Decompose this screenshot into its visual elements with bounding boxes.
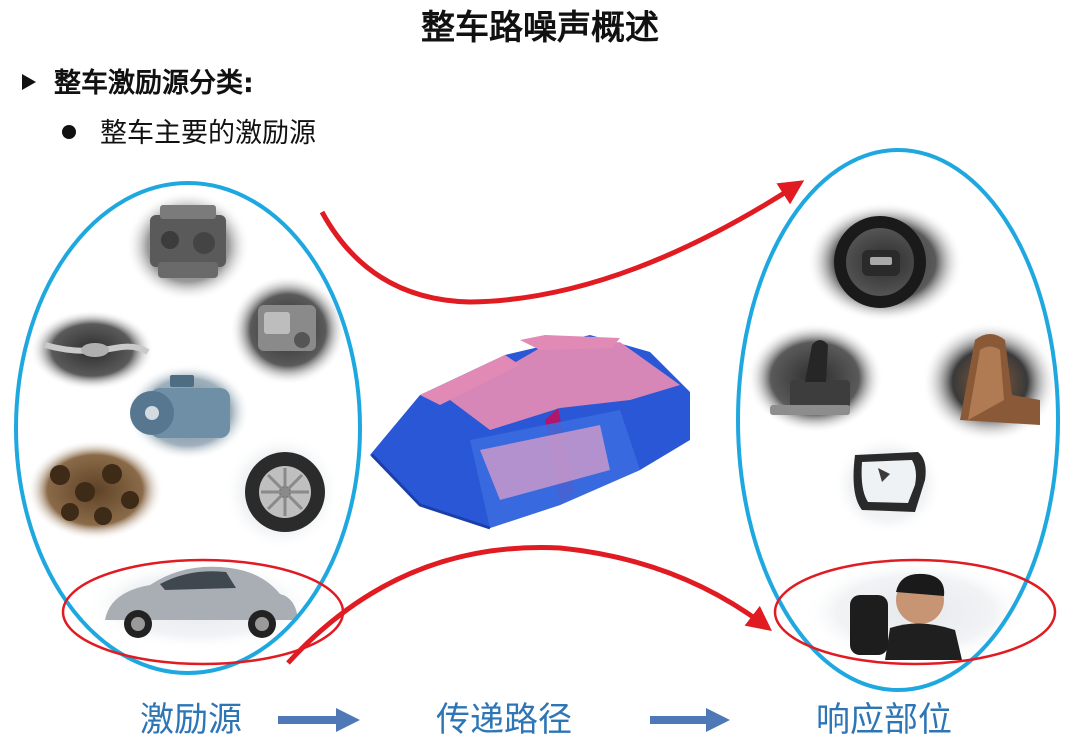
road-surface-image	[27, 440, 163, 540]
car-seat-image	[922, 322, 1058, 442]
sports-car-image	[85, 560, 315, 650]
turbocharger-image	[230, 275, 346, 385]
page-title: 整车路噪声概述	[421, 8, 659, 48]
engine-image	[126, 191, 250, 301]
flow-arrow-right-icon	[650, 708, 730, 732]
flow-label-source: 激励源	[140, 700, 242, 740]
response-ellipse	[736, 148, 1060, 692]
section-heading-text: 整车激励源分类:	[54, 68, 254, 99]
gear-shifter-image	[747, 323, 883, 433]
source-cluster	[14, 181, 362, 675]
flow-label-path: 传递路径	[436, 700, 572, 740]
flow-label-response: 响应部位	[816, 700, 952, 740]
driver-highlight-ellipse	[773, 558, 1057, 666]
section-heading: 整车激励源分类:	[22, 66, 254, 102]
tire-image	[224, 434, 340, 550]
electric-motor-image	[126, 364, 250, 460]
bullet-item: 整车主要的激励源	[62, 116, 316, 152]
lower-red-arrow	[286, 545, 772, 665]
upper-red-arrow	[319, 180, 805, 305]
bullet-text: 整车主要的激励源	[100, 118, 316, 149]
dot-bullet-icon	[62, 125, 76, 139]
car-body-in-white-image	[370, 335, 690, 530]
side-mirror-image	[833, 435, 943, 535]
flow-arrow-right-icon	[278, 708, 360, 732]
source-ellipse	[14, 181, 362, 675]
response-cluster	[736, 148, 1060, 692]
driver-image	[803, 560, 1027, 664]
arrow-bullet-icon	[22, 74, 36, 90]
exhaust-pipe-image	[30, 310, 154, 390]
steering-wheel-image	[807, 202, 963, 322]
